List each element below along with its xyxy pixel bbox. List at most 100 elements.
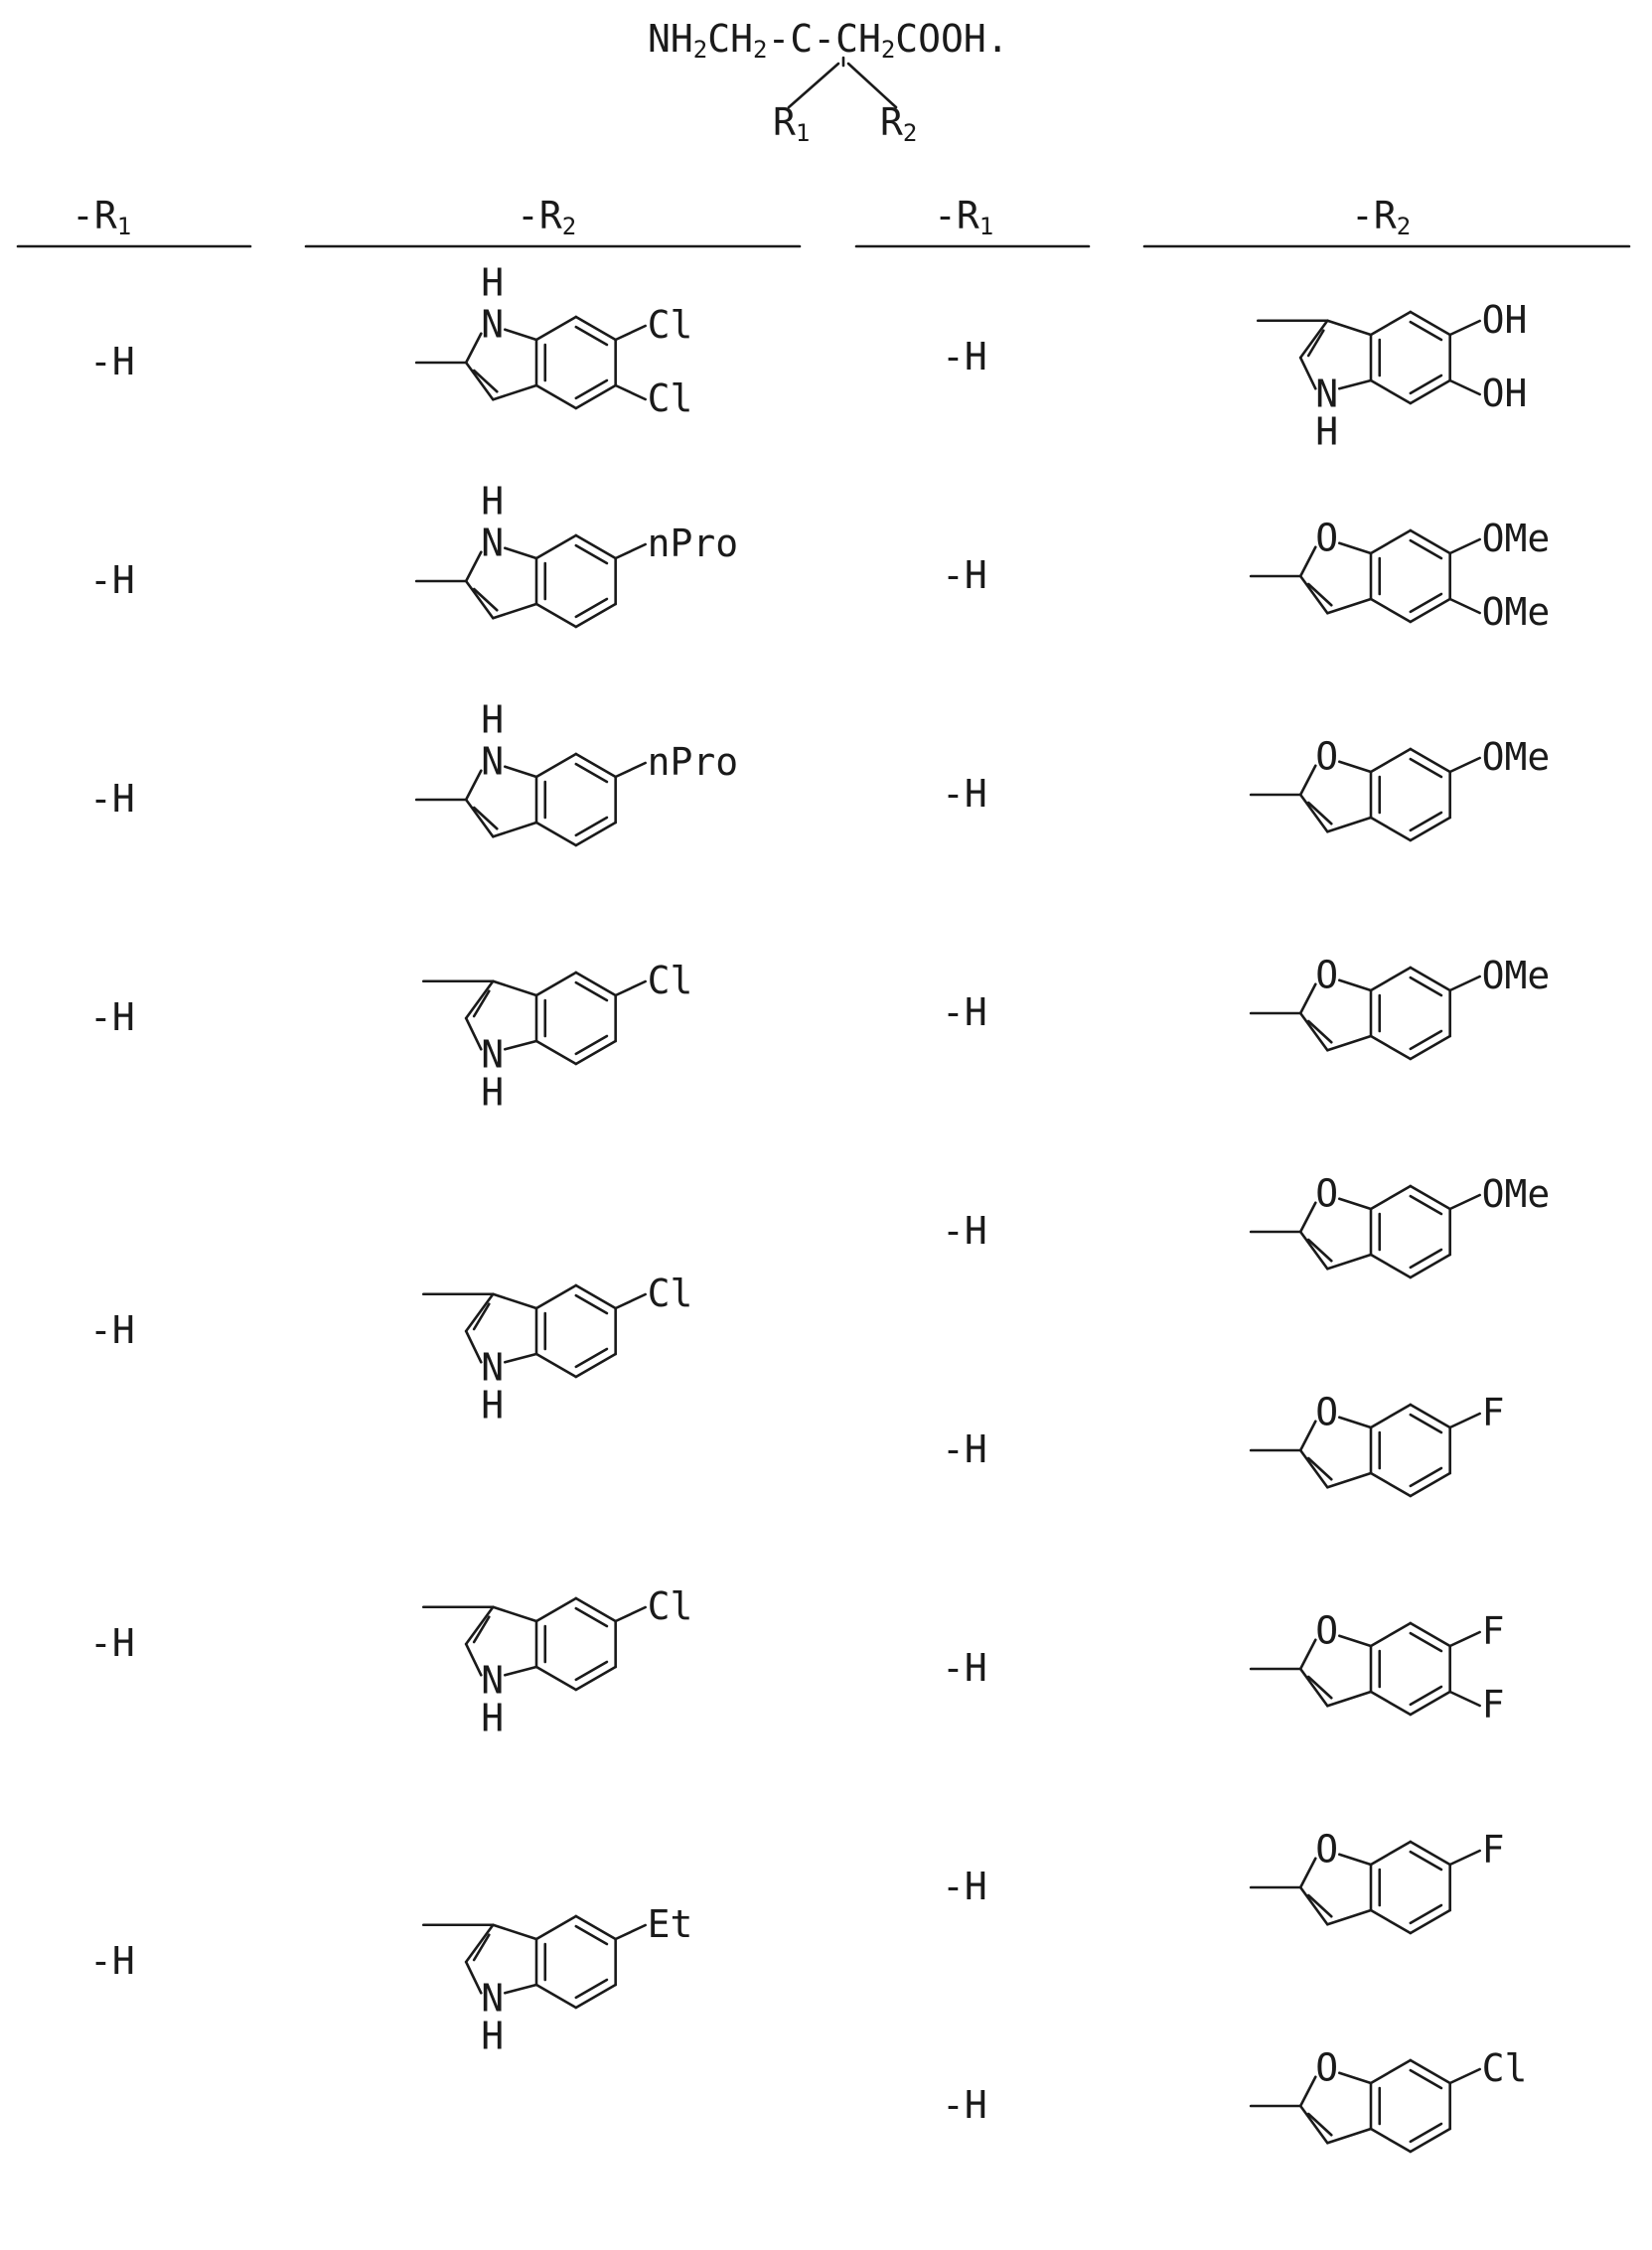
- ring-double-bond: [1411, 1852, 1441, 1870]
- right-row: -H: [942, 1865, 987, 1908]
- r1-value: -H: [89, 1308, 135, 1352]
- formula-r1: R1: [773, 100, 810, 147]
- ring-bond: [1339, 980, 1371, 990]
- ring-bond: [576, 535, 616, 558]
- ring-bond: [536, 1667, 576, 1690]
- ring-bond: [493, 1607, 536, 1621]
- left-row: -H: [89, 995, 135, 1039]
- ring-bond: [1371, 1473, 1411, 1496]
- ring-bond: [1411, 968, 1450, 990]
- r1-value: -H: [942, 990, 987, 1034]
- substituent-label: OMe: [1482, 590, 1551, 634]
- ring-bond: [493, 1294, 536, 1308]
- column-headers: -R1 -R2 -R1 -R2: [18, 194, 1629, 246]
- ring-bond: [466, 334, 481, 363]
- substituent-bond: [616, 1607, 646, 1621]
- ring-bond: [1411, 380, 1450, 403]
- ring-h-label: H: [481, 1070, 504, 1114]
- substituent-bond: [1450, 2069, 1480, 2083]
- ring-bond: [505, 548, 536, 558]
- ring-bond: [493, 385, 536, 399]
- ring-bond: [1411, 818, 1450, 840]
- ring-o-label: O: [1315, 517, 1338, 560]
- ring-double-bond: [1411, 1905, 1441, 1923]
- ring-bond: [536, 823, 576, 845]
- ring-bond: [536, 1354, 576, 1377]
- ring-h-label: H: [481, 480, 504, 524]
- ring-n-label: N: [481, 522, 504, 565]
- ring-double-bond: [1411, 1031, 1441, 1049]
- ring-bond: [536, 1285, 576, 1308]
- substituent-bond: [616, 981, 646, 995]
- left-row: -H: [89, 1939, 135, 1983]
- ring-bond: [493, 604, 536, 618]
- ring-bond: [1371, 530, 1411, 553]
- ring-bond: [536, 1916, 576, 1939]
- ring-bond: [1339, 1199, 1371, 1209]
- r2-structure: NHClCl: [416, 261, 692, 420]
- ring-o-label: O: [1315, 1609, 1338, 1653]
- ring-h-label: H: [1315, 409, 1338, 453]
- right-row: -H: [942, 335, 987, 378]
- ring-bond: [1300, 1422, 1315, 1450]
- ring-bond: [1371, 312, 1411, 335]
- r2-structure: NHnPro: [416, 480, 738, 627]
- ring-bond: [505, 1667, 536, 1675]
- ring-double-bond: [576, 545, 607, 563]
- ring-double-bond: [576, 380, 607, 398]
- ring-double-bond: [1411, 375, 1441, 393]
- ring-bond: [466, 1018, 481, 1049]
- substituent-bond: [1450, 976, 1480, 990]
- r1-value: -H: [89, 558, 135, 602]
- r1-value: -H: [89, 1939, 135, 1983]
- r2-structure: OOMe: [1251, 735, 1550, 840]
- ring-bond: [1300, 795, 1327, 831]
- ring-bond: [536, 604, 576, 627]
- r1-value: -H: [942, 1646, 987, 1690]
- ring-bond: [466, 981, 493, 1018]
- r2-structure: NHCl: [423, 959, 692, 1114]
- ring-bond: [536, 1041, 576, 1064]
- substituent-label: Cl: [648, 1584, 693, 1628]
- r2-structure: OFF: [1251, 1609, 1504, 1726]
- ring-bond: [1411, 1842, 1450, 1865]
- left-row: -H: [89, 1308, 135, 1352]
- ring-bond: [1300, 766, 1315, 795]
- ring-bond: [1339, 543, 1371, 553]
- ring-bond: [1339, 380, 1371, 388]
- ring-bond: [1300, 1232, 1327, 1269]
- ring-bond: [536, 317, 576, 340]
- substituent-label: OH: [1482, 298, 1528, 342]
- ring-bond: [576, 1354, 616, 1377]
- ring-bond: [1327, 1473, 1371, 1487]
- ring-double-bond: [1411, 1468, 1441, 1486]
- substituent-bond: [1450, 321, 1480, 335]
- ring-bond: [576, 754, 616, 777]
- ring-bond: [466, 552, 481, 581]
- ring-bond: [1327, 1910, 1371, 1924]
- ring-double-bond: [576, 1662, 607, 1680]
- ring-double-bond: [1411, 1633, 1441, 1651]
- ring-bond: [466, 1925, 493, 1962]
- ring-bond: [1371, 1405, 1411, 1427]
- substituent-bond: [1450, 1632, 1480, 1646]
- ring-bond: [576, 1041, 616, 1064]
- right-row: -H: [942, 1646, 987, 1690]
- ring-double-bond: [576, 1926, 607, 1944]
- formula-r2: R2: [880, 100, 917, 147]
- ring-bond: [1411, 1623, 1450, 1646]
- ring-bond: [1300, 1887, 1327, 1924]
- ring-bond: [1371, 818, 1411, 840]
- substituent-bond: [1450, 758, 1480, 772]
- ring-bond: [1411, 1692, 1450, 1715]
- ring-bond: [1300, 358, 1315, 388]
- substituent-label: F: [1482, 1828, 1505, 1872]
- header-right-r2: -R2: [1351, 194, 1411, 240]
- ring-double-bond: [1411, 2070, 1441, 2088]
- ring-bond: [1327, 2129, 1371, 2143]
- substituent-bond: [1450, 380, 1480, 394]
- ring-bond: [1371, 1623, 1411, 1646]
- ring-bond: [576, 823, 616, 845]
- ring-bond: [1327, 818, 1371, 831]
- ring-bond: [493, 823, 536, 836]
